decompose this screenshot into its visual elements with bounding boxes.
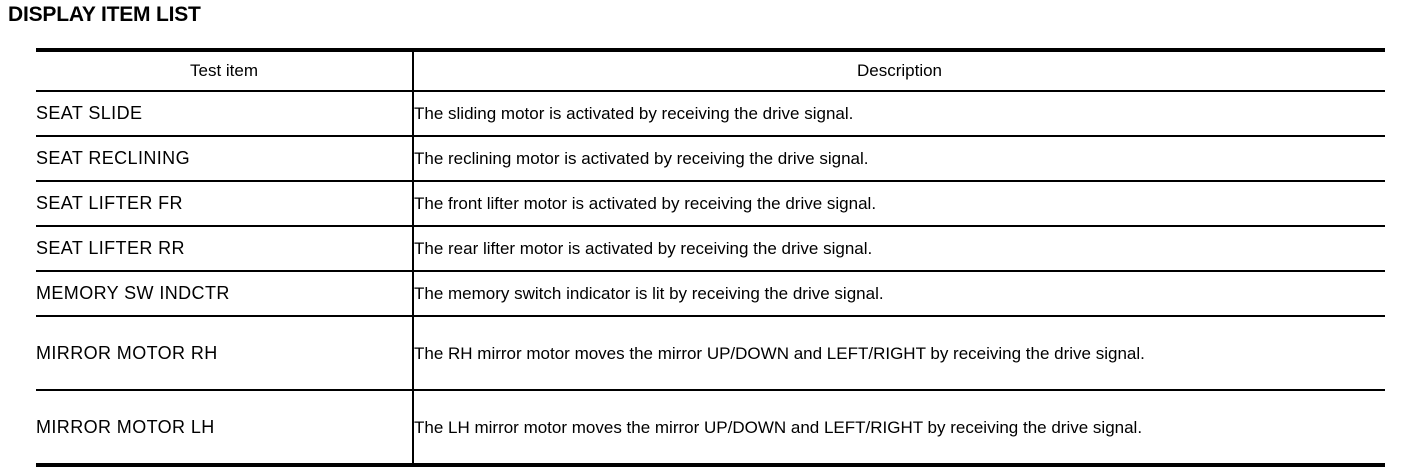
cell-test-item: SEAT LIFTER RR bbox=[36, 226, 414, 272]
cell-description: The front lifter motor is activated by r… bbox=[413, 181, 1385, 227]
cell-test-item: MIRROR MOTOR LH bbox=[36, 390, 414, 467]
cell-description: The reclining motor is activated by rece… bbox=[413, 136, 1385, 182]
cell-test-item: MIRROR MOTOR RH bbox=[36, 316, 414, 391]
cell-description: The memory switch indicator is lit by re… bbox=[413, 271, 1385, 317]
page-title: DISPLAY ITEM LIST bbox=[8, 3, 201, 26]
header-row: Test item Description bbox=[36, 48, 1385, 92]
cell-description: The LH mirror motor moves the mirror UP/… bbox=[413, 390, 1385, 467]
cell-description: The sliding motor is activated by receiv… bbox=[413, 91, 1385, 137]
description-text: The reclining motor is activated by rece… bbox=[414, 149, 869, 168]
cell-description: The RH mirror motor moves the mirror UP/… bbox=[413, 316, 1385, 391]
description-text: The memory switch indicator is lit by re… bbox=[414, 284, 884, 303]
cell-test-item: MEMORY SW INDCTR bbox=[36, 271, 414, 317]
description-text: The LH mirror motor moves the mirror UP/… bbox=[414, 417, 1143, 437]
column-header-description: Description bbox=[413, 48, 1385, 92]
cell-test-item: SEAT RECLINING bbox=[36, 136, 414, 182]
cell-test-item: SEAT LIFTER FR bbox=[36, 181, 414, 227]
column-header-test-item: Test item bbox=[36, 48, 414, 92]
description-text: The RH mirror motor moves the mirror UP/… bbox=[414, 343, 1145, 363]
description-text: The front lifter motor is activated by r… bbox=[414, 194, 877, 213]
description-text: The sliding motor is activated by receiv… bbox=[414, 104, 854, 123]
table-header: Test item Description bbox=[36, 48, 1385, 92]
cell-test-item: SEAT SLIDE bbox=[36, 91, 414, 137]
cell-description: The rear lifter motor is activated by re… bbox=[413, 226, 1385, 272]
description-text: The rear lifter motor is activated by re… bbox=[414, 239, 873, 258]
